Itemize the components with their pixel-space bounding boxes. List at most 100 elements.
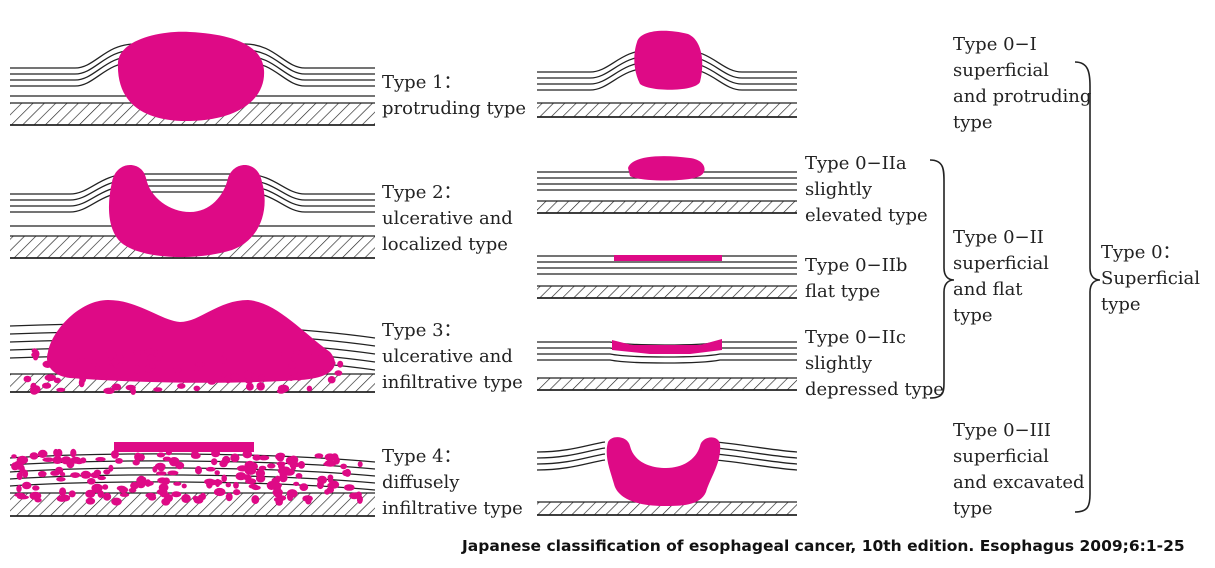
type-4-layer-2 (9, 467, 376, 477)
type-4-dot (157, 463, 166, 472)
type-4-dot (136, 480, 143, 488)
type-4-dot (85, 497, 96, 505)
type-4-dot (37, 449, 48, 458)
type-3-dot (32, 349, 40, 358)
type-4-dot (255, 468, 266, 478)
type-4-dot (55, 466, 64, 475)
type-4-dot (316, 480, 324, 490)
type-4-dot (244, 467, 257, 475)
type-3-dot (146, 355, 156, 361)
type-4-dot (108, 464, 114, 472)
type-4-dot (95, 457, 106, 462)
type-4-dot (162, 456, 172, 462)
type-0-I-tumor (634, 30, 703, 90)
citation: Japanese classification of esophageal ca… (462, 537, 1185, 555)
type-3-dot (222, 351, 229, 359)
type-4-dot (171, 491, 182, 498)
type-4-dot (157, 477, 168, 484)
type-4-dot (276, 452, 286, 459)
type-4-dot (102, 484, 109, 490)
type-3-dot (334, 370, 343, 376)
type-4-dot (13, 460, 24, 470)
type-4-dot (181, 483, 187, 489)
type-4-dot (111, 450, 119, 459)
type-2-layer-3 (10, 191, 375, 213)
type-3-dot (246, 382, 254, 391)
type-3-tumor (46, 300, 335, 383)
type-4-dot (167, 470, 179, 476)
type-4-dot (204, 478, 216, 485)
type-4-dot (103, 492, 112, 501)
type-4-dot (87, 478, 96, 485)
type-0-IIc-layer-3 (537, 359, 797, 364)
type-4-dot (355, 491, 362, 498)
type-3-dot (327, 376, 336, 384)
type-4-dot (225, 492, 233, 502)
type-0-III-layer-2 (536, 453, 798, 465)
type-3-dot (243, 370, 253, 380)
type-4-dot (214, 478, 221, 488)
type-0-III-layer-0 (536, 441, 798, 453)
type-4-dot (302, 495, 313, 502)
type-3-dot (154, 354, 164, 361)
type-4-dot (342, 469, 351, 477)
type-4-dot (118, 486, 129, 494)
type-4-dot (32, 485, 40, 491)
type-3-dot (91, 358, 97, 368)
type-4-dot (56, 477, 66, 482)
type-4-dot (29, 491, 42, 500)
type-4-dot (181, 494, 191, 503)
type-3-dot (153, 387, 163, 392)
type-4-dot (156, 471, 167, 476)
type-4-dot (145, 492, 156, 498)
type-1-label: Type 1：protruding type (382, 72, 527, 119)
type-4-dot (138, 453, 145, 461)
type-3-dot (149, 363, 156, 369)
type-4-dot (165, 450, 172, 456)
type-4-dot (299, 483, 309, 491)
type-4-dot (16, 472, 23, 480)
type-3-dot (23, 375, 32, 383)
type-0-III-layer-3 (536, 459, 798, 471)
type-4-dot (21, 481, 32, 490)
type-4-dot (195, 466, 202, 475)
type-0-IIa-tumor (628, 156, 705, 181)
type-3-dot (230, 373, 240, 382)
type-3-dot (258, 374, 265, 381)
type-3-dot (42, 382, 52, 389)
type-4-dot (145, 479, 151, 487)
type-3-dot (276, 388, 286, 394)
type-0-IIc-layer-0 (537, 341, 797, 346)
type-4-dot (233, 481, 239, 489)
type-4-dot (343, 484, 355, 491)
type-4-dot (211, 450, 221, 458)
type-3-dot (274, 352, 283, 356)
type-0-III-hatch (537, 502, 797, 515)
type-4-dot (314, 453, 324, 459)
type-3-dot (42, 360, 53, 368)
type-3-dot (172, 367, 182, 373)
type-3-dot (310, 352, 319, 360)
type-3-dot (95, 365, 101, 372)
type-4-dot (156, 488, 168, 495)
type-4-dot (191, 450, 199, 457)
type-0-IIa-hatch (537, 201, 797, 213)
type-4-layer-4 (9, 481, 376, 491)
type-4-dot (275, 475, 281, 482)
type-4-dot (93, 469, 102, 476)
type-1-tumor (117, 31, 265, 122)
type-3-dot (244, 377, 253, 384)
type-4-dot (331, 453, 339, 461)
type-4-dot (298, 461, 305, 469)
type-4-dot (267, 463, 276, 469)
type-4-tumor-surface (114, 442, 254, 452)
type-4-dot (85, 489, 96, 498)
